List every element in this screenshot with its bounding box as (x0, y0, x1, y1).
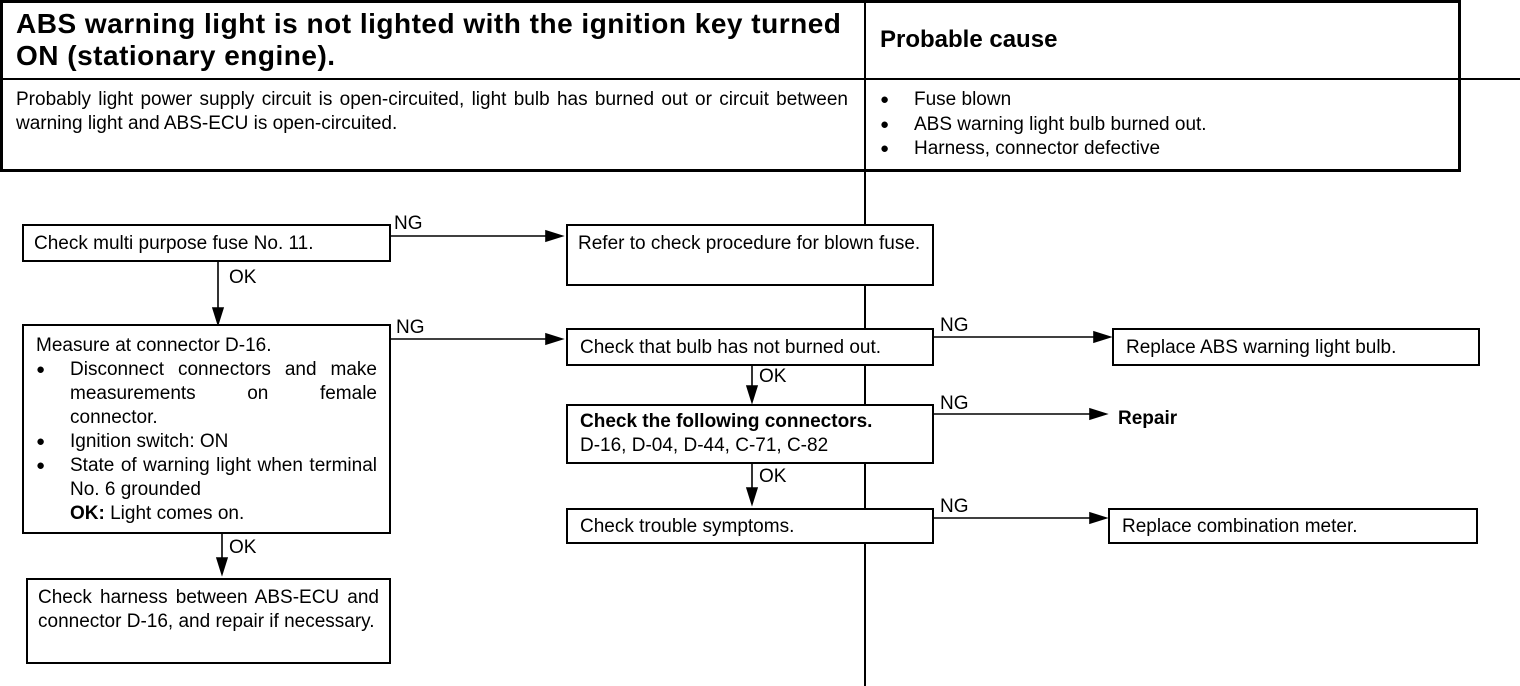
ng-label: NG (394, 213, 423, 234)
measure-step: Disconnect connectors and make measureme… (36, 358, 377, 430)
measure-connector-box: Measure at connector D-16. Disconnect co… (22, 324, 391, 534)
replace-bulb-box: Replace ABS warning light bulb. (1112, 328, 1480, 366)
probable-cause-heading: Probable cause (880, 26, 1058, 53)
arrowhead (545, 332, 565, 346)
check-connectors-list: D-16, D-04, D-44, C-71, C-82 (580, 435, 829, 456)
check-connectors-title: Check the following connectors. (580, 411, 873, 432)
replace-meter-text: Replace combination meter. (1122, 516, 1358, 537)
arrowhead (1089, 511, 1109, 525)
check-fuse-box: Check multi purpose fuse No. 11. (22, 224, 391, 262)
arrowhead (745, 487, 759, 507)
ok-label: OK (229, 537, 257, 558)
cause-item: ABS warning light bulb burned out. (880, 113, 1207, 138)
measure-step: Ignition switch: ON (36, 430, 377, 454)
ng-label: NG (940, 315, 969, 336)
arrowhead (1093, 330, 1113, 344)
ng-label: NG (940, 393, 969, 414)
cause-item: Harness, connector defective (880, 137, 1207, 162)
arrowhead (545, 229, 565, 243)
ng-label: NG (396, 317, 425, 338)
replace-meter-box: Replace combination meter. (1108, 508, 1478, 544)
ok-label: OK (759, 366, 787, 387)
ok-condition-label: OK: (70, 503, 105, 524)
ok-condition-text: Light comes on. (110, 503, 245, 524)
check-bulb-box: Check that bulb has not burned out. (566, 328, 934, 366)
measure-steps: Disconnect connectors and make measureme… (36, 358, 377, 502)
arrowhead (211, 307, 225, 327)
table-divider-horizontal (0, 78, 1520, 80)
measure-title: Measure at connector D-16. (36, 335, 272, 356)
symptom-title: ABS warning light is not lighted with th… (16, 8, 842, 71)
measure-ok-condition: OK: Light comes on. (36, 502, 377, 526)
ok-label: OK (229, 267, 257, 288)
check-harness-text: Check harness between ABS-ECU and connec… (38, 587, 379, 632)
symptom-description: Probably light power supply circuit is o… (16, 89, 848, 134)
check-harness-box: Check harness between ABS-ECU and connec… (26, 578, 391, 664)
refer-blown-fuse-text: Refer to check procedure for blown fuse. (578, 233, 921, 254)
arrowhead (745, 385, 759, 405)
refer-blown-fuse-box: Refer to check procedure for blown fuse. (566, 224, 934, 286)
probable-cause-list: Fuse blown ABS warning light bulb burned… (880, 88, 1207, 162)
arrowhead (1089, 407, 1109, 421)
repair-text: Repair (1118, 408, 1178, 429)
check-symptoms-text: Check trouble symptoms. (580, 516, 795, 537)
ng-label: NG (940, 496, 969, 517)
check-connectors-box: Check the following connectors. D-16, D-… (566, 404, 934, 464)
cause-item: Fuse blown (880, 88, 1207, 113)
ok-label: OK (759, 466, 787, 487)
measure-step: State of warning light when terminal No.… (36, 454, 377, 502)
check-fuse-text: Check multi purpose fuse No. 11. (34, 233, 314, 254)
check-symptoms-box: Check trouble symptoms. (566, 508, 934, 544)
arrowhead (215, 557, 229, 577)
check-bulb-text: Check that bulb has not burned out. (580, 337, 882, 358)
replace-bulb-text: Replace ABS warning light bulb. (1126, 337, 1397, 358)
